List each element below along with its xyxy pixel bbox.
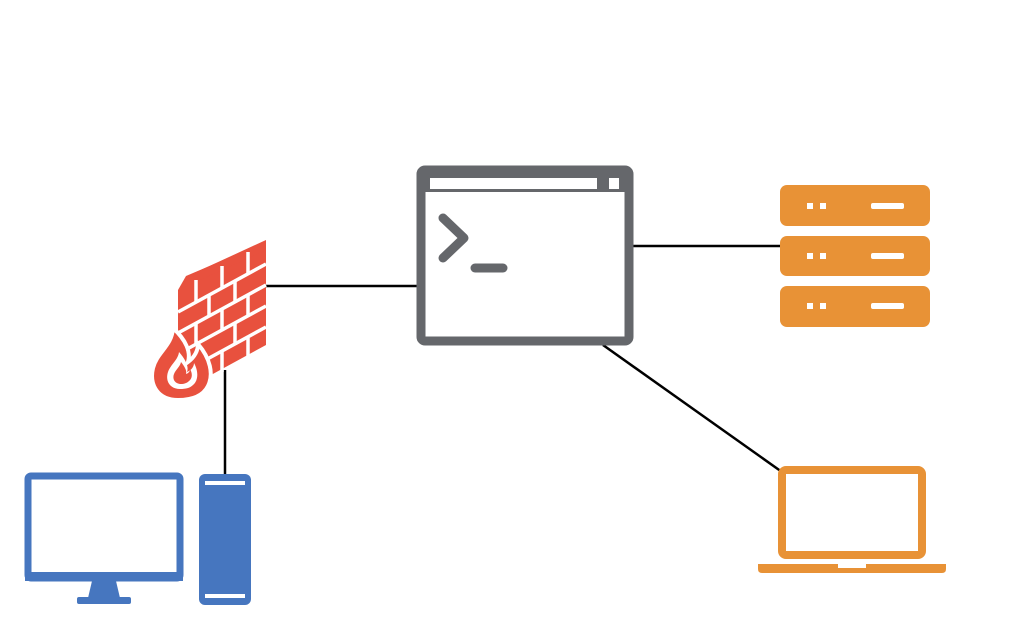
terminal-window-icon (416, 165, 634, 346)
laptop-icon (758, 466, 946, 573)
firewall-icon (150, 240, 267, 403)
desktop-computer-icon (24, 472, 251, 605)
connections (223, 244, 783, 476)
edge-terminal-laptop (602, 343, 783, 474)
server-stack-icon (780, 185, 930, 327)
